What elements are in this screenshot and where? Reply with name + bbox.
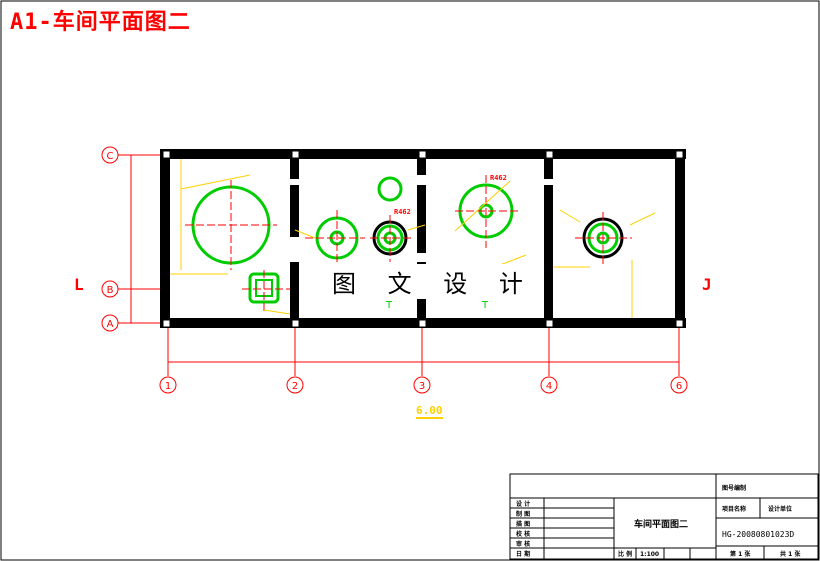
axis-label-1: 1: [165, 381, 171, 392]
tb-top-right: 图号编制: [722, 484, 746, 492]
overall-dimension: 6.00: [416, 404, 443, 419]
tb-total: 共 1 张: [780, 550, 801, 558]
tb-drawing-no: HG-20080801023D: [722, 530, 794, 539]
small-tank: [377, 176, 403, 202]
axis-label-2: 2: [292, 381, 298, 392]
axis-label-b: B: [107, 285, 114, 296]
tag-t1: T: [385, 300, 393, 311]
axis-lines-vertical: [167, 323, 680, 376]
tb-row-5: 审 核: [516, 540, 530, 548]
tb-row-4: 校 核: [516, 530, 530, 538]
tb-drawing-name: 车间平面图二: [634, 518, 688, 530]
tb-unit: 设计单位: [768, 505, 792, 513]
section-mark-right: J: [702, 275, 712, 294]
drawing-title: A1-车间平面图二: [10, 10, 191, 35]
tb-row-1: 设 计: [516, 500, 530, 508]
tb-sheet: 第 1 张: [729, 550, 751, 558]
tb-row-6: 日 期: [516, 550, 530, 558]
title-block: [509, 473, 819, 560]
tb-project: 项目名称: [722, 505, 746, 513]
tb-scale-label: 比 例: [618, 550, 632, 558]
column-markers: [162, 150, 684, 328]
radius-label-1: R462: [394, 208, 411, 216]
centerlines: [185, 175, 632, 312]
radius-label-2: R462: [490, 174, 507, 182]
tb-row-2: 制 图: [516, 510, 530, 518]
tb-scale-value: 1:100: [640, 551, 659, 558]
axis-label-c: C: [107, 151, 114, 162]
tag-t2: T: [481, 300, 489, 311]
axis-label-3: 3: [419, 381, 425, 392]
axis-label-a: A: [107, 319, 114, 330]
axis-bubbles: [101, 146, 688, 394]
tb-row-3: 描 图: [516, 520, 530, 528]
section-mark-left: L: [74, 275, 84, 294]
axis-label-6: 6: [676, 381, 682, 392]
dimension-lines: [170, 159, 656, 318]
axis-label-4: 4: [546, 381, 552, 392]
watermark-text: 图 文 设 计: [330, 264, 537, 299]
